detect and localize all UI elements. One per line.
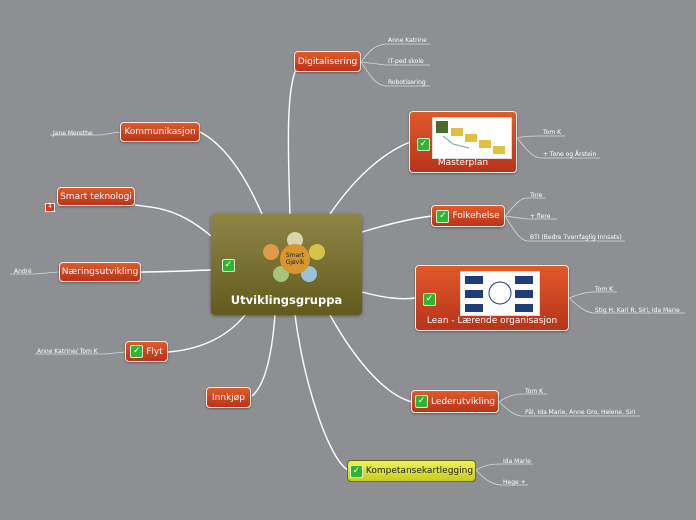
topic-digitalisering[interactable]: Digitalisering — [294, 51, 361, 72]
connector-kommunikasjon — [199, 131, 263, 215]
leaf-hege: Hege + — [503, 479, 526, 486]
topic-flyt[interactable]: ✓ Flyt — [125, 341, 168, 362]
connector-smart-teknologi — [134, 204, 212, 237]
check-icon: ✓ — [423, 293, 436, 306]
topic-label: Digitalisering — [297, 56, 358, 67]
leaf-tore: Tore — [530, 192, 543, 199]
check-icon: ✓ — [130, 345, 144, 358]
check-icon: ✓ — [349, 464, 363, 478]
leaf-anne-katrine: Anne Katrine — [388, 37, 427, 44]
leaf-tone-arstein: + Tone og Årstein — [543, 151, 597, 158]
topic-label: Masterplan — [437, 158, 489, 168]
topic-innkjop[interactable]: Innkjøp — [206, 387, 251, 408]
connector-folkehelse — [361, 215, 433, 233]
check-icon: ✓ — [417, 138, 430, 151]
topic-lean[interactable]: ✓ Lean - Lærende organisasjon — [415, 265, 569, 331]
topic-label: Lean - Lærende organisasjon — [426, 316, 558, 326]
leaf-anne-katrine-tom-k: Anne Katrine/ Tom K — [37, 348, 98, 355]
central-topic[interactable]: Smart Gjøvik ✓ Utviklingsgruppa — [211, 214, 362, 315]
leaf-tom-k: Tom K — [595, 286, 614, 293]
check-icon: ✓ — [222, 259, 235, 272]
leaf-tom-k: Tom K — [543, 129, 562, 136]
topic-kommunikasjon[interactable]: Kommunikasjon — [120, 122, 200, 142]
leaf-bti: BTI (Bedre Tverrfaglig Innsats) — [530, 234, 622, 241]
connector-lederutvikling — [329, 314, 413, 403]
topic-label: Smart teknologi — [60, 191, 132, 202]
collapsed-count-badge[interactable]: 4 — [45, 203, 55, 212]
leaf-jane-merethe: Jane Merethe — [53, 130, 93, 137]
check-icon: ✓ — [414, 395, 428, 408]
lean-image — [460, 271, 540, 316]
connector-kompetanse — [294, 314, 349, 471]
topic-label: Innkjøp — [212, 392, 245, 403]
connector-innkjop — [251, 314, 276, 397]
topic-smart-teknologi[interactable]: Smart teknologi — [57, 187, 135, 206]
leaf-flere: + flere — [530, 213, 551, 220]
leaf-ida-marie: Ida Marie — [503, 458, 531, 465]
diagram-label-line2: Gjøvik — [286, 259, 305, 266]
topic-label: Kommunikasjon — [124, 127, 196, 137]
topic-masterplan[interactable]: ✓ Masterplan — [409, 111, 517, 173]
leaf-it-ped-skole: IT-ped skole — [388, 58, 424, 65]
topic-kompetansekartlegging[interactable]: ✓ Kompetansekartlegging — [347, 460, 476, 482]
topic-label: Kompetansekartlegging — [365, 466, 474, 476]
leaf-stig-kari-siri-ida: Stig H, Kari R, Siri, Ida Marie — [595, 307, 680, 314]
diagram-label-line1: Smart — [286, 252, 305, 259]
topic-lederutvikling[interactable]: ✓ Lederutvikling — [411, 390, 499, 413]
connector-digitalisering — [287, 61, 301, 215]
leaf-robotisering: Robotisering — [388, 79, 426, 86]
leaf-andre: André — [14, 268, 32, 275]
check-icon: ✓ — [436, 209, 450, 223]
masterplan-image — [432, 117, 512, 159]
leaf-tom-k: Tom K — [525, 388, 544, 395]
connector-flyt — [167, 314, 246, 353]
central-topic-title: Utviklingsgruppa — [230, 293, 343, 307]
smart-gjovik-diagram: Smart Gjøvik — [263, 232, 325, 282]
topic-label: Flyt — [146, 346, 163, 357]
topic-label: Folkehelse — [452, 211, 500, 221]
leaf-pal-ida-annegro-helene-siri: Pål, Ida Marie, Anne Gro, Helene, Siri — [525, 409, 636, 416]
connector-lean — [361, 291, 417, 300]
topic-folkehelse[interactable]: ✓ Folkehelse — [431, 205, 505, 227]
connector-naeringsutvikling — [139, 269, 212, 273]
topic-label: Lederutvikling — [430, 396, 496, 407]
topic-naeringsutvikling[interactable]: Næringsutvikling — [59, 262, 141, 282]
connector-masterplan — [329, 141, 411, 215]
topic-label: Næringsutvikling — [61, 267, 139, 277]
